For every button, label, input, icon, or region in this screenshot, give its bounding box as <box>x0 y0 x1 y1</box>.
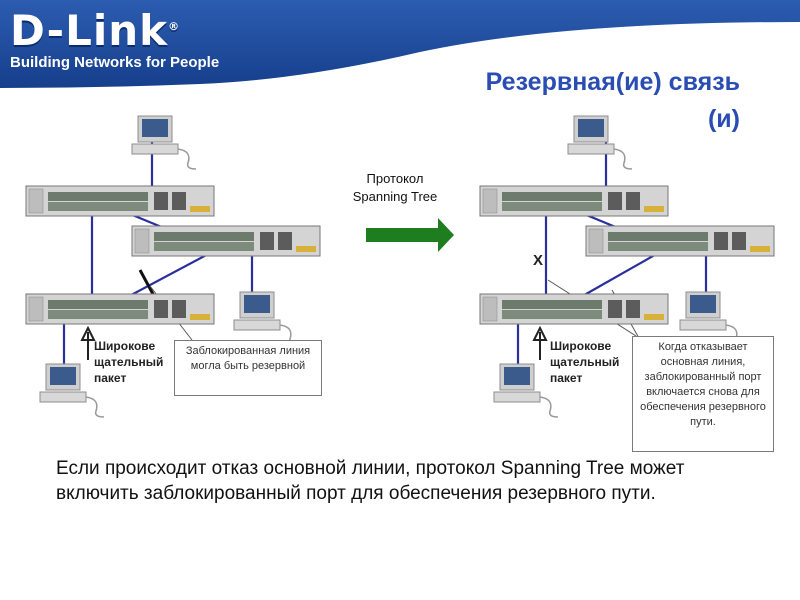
title-line-1: Резервная(ие) связь <box>485 68 740 96</box>
switch-right-top <box>479 185 669 217</box>
description-text: Если происходит отказ основной линии, пр… <box>56 458 685 504</box>
protocol-label-line2: Spanning Tree <box>352 189 438 204</box>
switch-right-bottom <box>479 293 669 325</box>
broadcast-left-line1: Широкове <box>94 339 156 353</box>
title-line-2: (и) <box>707 105 740 133</box>
protocol-arrow <box>366 218 454 252</box>
broadcast-label-left: Широкове щательный пакет <box>94 338 163 386</box>
broadcast-left-line2: щательный <box>94 355 164 369</box>
broadcast-left-line3: пакет <box>94 371 127 385</box>
broadcast-right-line3: пакет <box>550 371 583 385</box>
header-banner <box>0 0 800 88</box>
slide-title: Резервная(ие) связь (и) <box>380 64 740 138</box>
pc-right-top <box>567 115 633 170</box>
pc-left-right <box>233 291 299 346</box>
broadcast-arrow-left <box>80 325 96 360</box>
blocked-link-note: Заблокированная линия могла быть резервн… <box>174 340 322 396</box>
broadcast-label-right: Широкове щательный пакет <box>550 338 619 386</box>
dlink-logo: D-Link® Building Networks for People <box>10 2 219 71</box>
broadcast-right-line2: щательный <box>550 355 620 369</box>
logo-text: D-Link <box>10 6 169 55</box>
failover-note: Когда отказывает основная линия, заблоки… <box>632 336 774 452</box>
blocked-port-marker <box>138 269 156 297</box>
switch-left-bottom <box>25 293 215 325</box>
link-failure-mark: X <box>533 252 544 269</box>
broadcast-right-line1: Широкове <box>550 339 612 353</box>
pc-left-top <box>131 115 197 170</box>
registered-mark: ® <box>168 20 181 33</box>
protocol-label: Протокол Spanning Tree <box>330 170 460 206</box>
switch-left-top <box>25 185 215 217</box>
protocol-label-line1: Протокол <box>366 171 424 186</box>
logo-tagline: Building Networks for People <box>10 54 220 71</box>
broadcast-arrow-right <box>532 325 548 360</box>
switch-left-mid <box>131 225 321 257</box>
network-diagram <box>25 115 775 418</box>
pc-right-bottom <box>493 363 559 418</box>
switch-right-mid <box>585 225 775 257</box>
